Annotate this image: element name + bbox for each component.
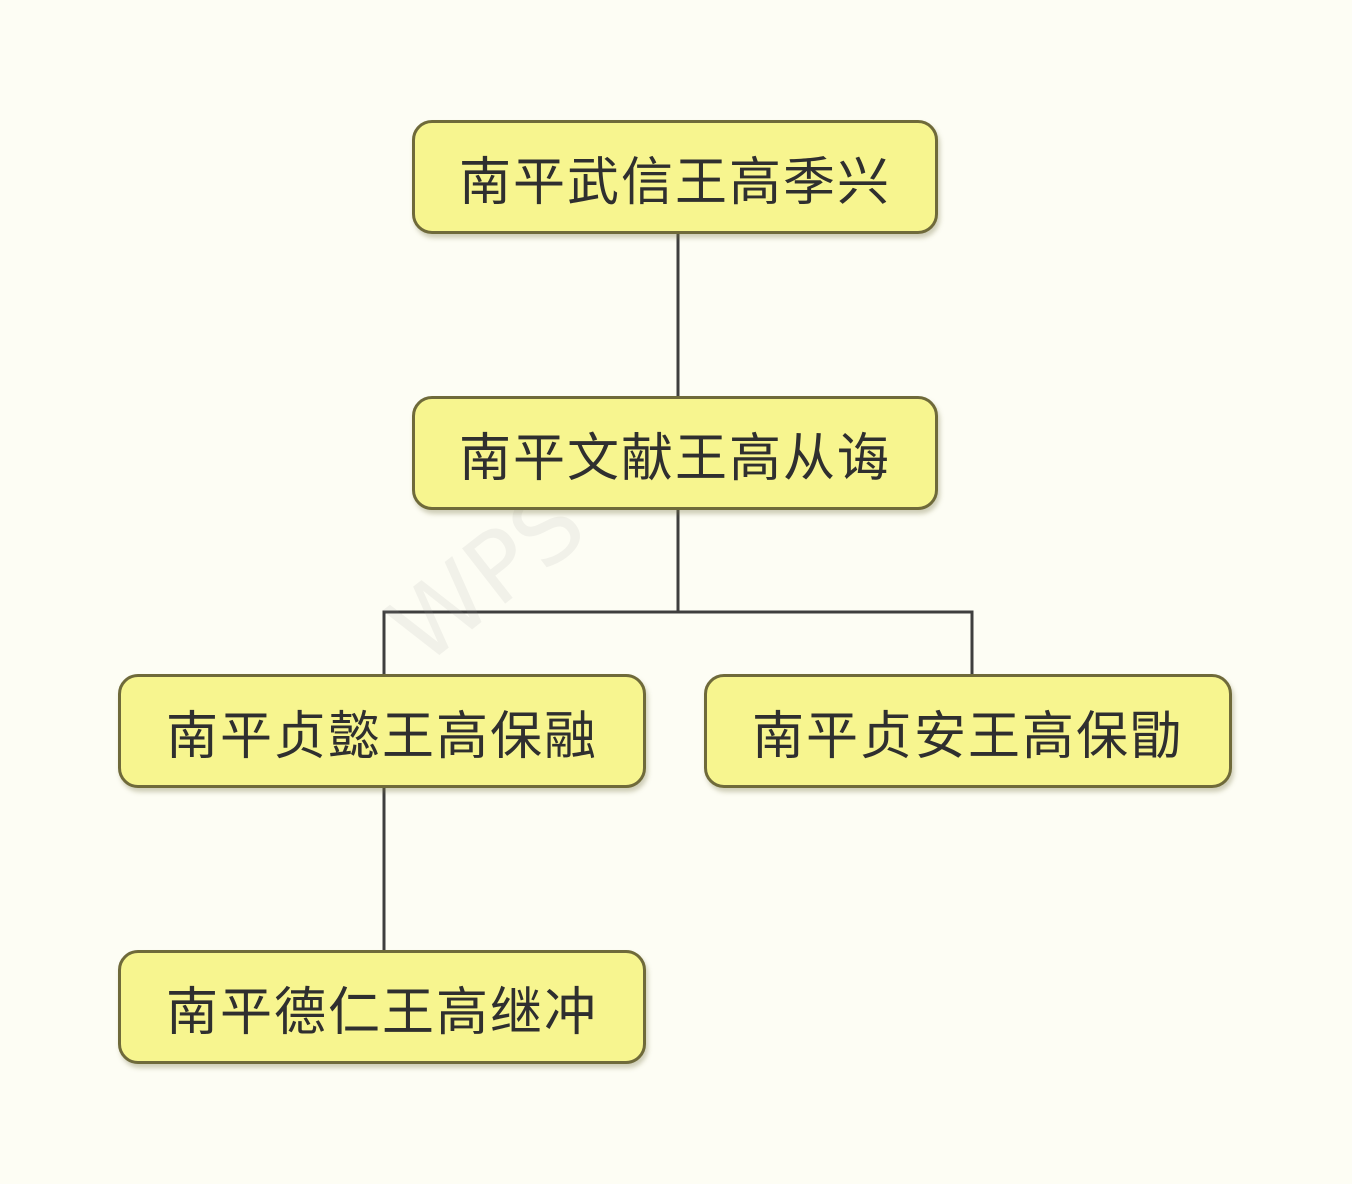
node-gao-jixing: 南平武信王高季兴 (412, 120, 938, 234)
node-gao-baorong: 南平贞懿王高保融 (118, 674, 646, 788)
node-label: 南平贞安王高保勖 (751, 706, 1184, 767)
node-label: 南平德仁王高继冲 (165, 982, 598, 1043)
node-label: 南平文献王高从诲 (458, 428, 891, 489)
node-gao-jichong: 南平德仁王高继冲 (118, 950, 646, 1064)
node-label: 南平武信王高季兴 (458, 152, 891, 213)
node-gao-conghui: 南平文献王高从诲 (412, 396, 938, 510)
node-gao-baoxu: 南平贞安王高保勖 (704, 674, 1232, 788)
node-label: 南平贞懿王高保融 (165, 706, 598, 767)
